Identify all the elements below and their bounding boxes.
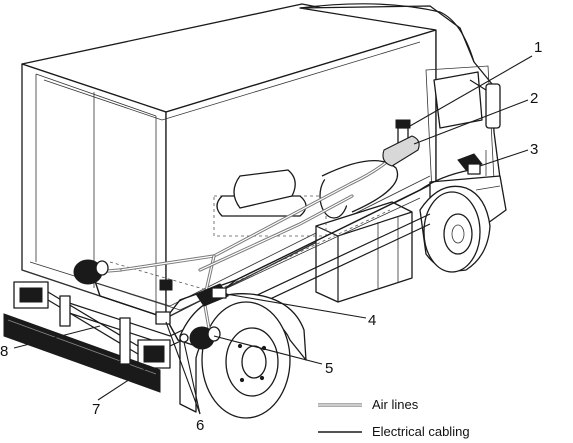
rear-left-brake-chamber: [73, 259, 109, 285]
legend-air-lines: Air lines: [318, 397, 419, 412]
legend-electrical-cabling: Electrical cabling: [318, 424, 470, 439]
callout-6: 6: [196, 417, 204, 434]
callout-7: 7: [92, 401, 100, 418]
callout-1: 1: [534, 39, 542, 56]
leader-lines: [13, 55, 533, 415]
component-2-air-dryer: [382, 135, 420, 167]
rear-end: [3, 281, 171, 393]
legend-electrical-cabling-label: Electrical cabling: [372, 424, 470, 439]
callout-4: 4: [368, 312, 376, 329]
legend-air-lines-label: Air lines: [372, 397, 419, 412]
component-5-brake-chamber: [189, 326, 221, 350]
front-wheel: [419, 185, 491, 273]
rear-wheel: [179, 293, 307, 419]
component-3-control-unit: [457, 153, 483, 175]
callout-8: 8: [0, 343, 8, 360]
callout-5: 5: [325, 360, 333, 377]
air-tanks: [213, 159, 399, 237]
callout-2: 2: [530, 90, 538, 107]
callout-3: 3: [530, 141, 538, 158]
component-4-modulator-valve: [195, 283, 229, 307]
legend: Air lines Electrical cabling: [318, 397, 470, 439]
